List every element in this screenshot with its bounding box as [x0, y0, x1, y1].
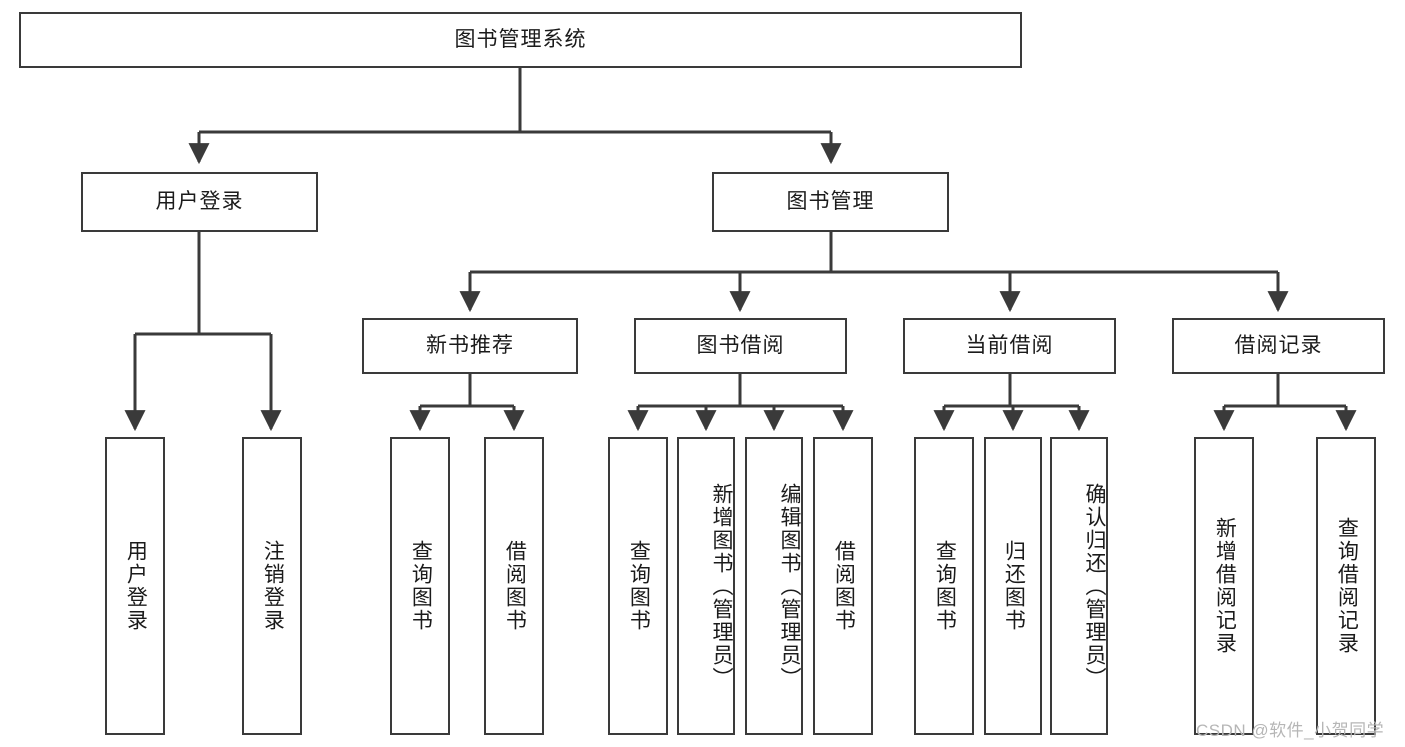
node-book-borrow[interactable]: 图书借阅	[634, 318, 847, 374]
leaf-borrow-book-recommend-label: 借阅图书	[503, 540, 527, 632]
leaf-user-login[interactable]: 用户登录	[105, 437, 165, 735]
node-borrow-record-label: 借阅记录	[1234, 333, 1323, 357]
node-book-borrow-label: 图书借阅	[696, 333, 785, 357]
node-root[interactable]: 图书管理系统	[19, 12, 1022, 68]
leaf-query-borrow-record[interactable]: 查询借阅记录	[1316, 437, 1376, 735]
leaf-borrow-book-recommend[interactable]: 借阅图书	[484, 437, 544, 735]
node-new-book-recommend[interactable]: 新书推荐	[362, 318, 578, 374]
node-new-book-recommend-label: 新书推荐	[426, 333, 514, 357]
node-current-borrow[interactable]: 当前借阅	[903, 318, 1116, 374]
leaf-confirm-return-admin[interactable]: 确认归还（管理员）	[1050, 437, 1108, 735]
leaf-query-book-recommend[interactable]: 查询图书	[390, 437, 450, 735]
leaf-borrow-book[interactable]: 借阅图书	[813, 437, 873, 735]
leaf-edit-book-admin-label: 编辑图书（管理员）	[778, 482, 801, 690]
leaf-confirm-return-admin-label: 确认归还（管理员）	[1083, 482, 1106, 690]
leaf-add-borrow-record[interactable]: 新增借阅记录	[1194, 437, 1254, 735]
leaf-query-book-current[interactable]: 查询图书	[914, 437, 974, 735]
leaf-user-login-label: 用户登录	[124, 540, 148, 632]
leaf-borrow-book-label: 借阅图书	[832, 540, 856, 632]
node-current-borrow-label: 当前借阅	[965, 333, 1054, 357]
leaf-query-borrow-record-label: 查询借阅记录	[1335, 517, 1359, 655]
leaf-add-borrow-record-label: 新增借阅记录	[1213, 517, 1237, 655]
node-book-management-label: 图书管理	[786, 189, 875, 213]
leaf-logout[interactable]: 注销登录	[242, 437, 302, 735]
node-book-management[interactable]: 图书管理	[712, 172, 949, 232]
leaf-return-book-label: 归还图书	[1002, 540, 1026, 632]
leaf-add-book-admin-label: 新增图书（管理员）	[710, 482, 733, 690]
leaf-query-book-recommend-label: 查询图书	[409, 540, 433, 632]
leaf-return-book[interactable]: 归还图书	[984, 437, 1042, 735]
csdn-watermark: CSDN @软件_小贺同学	[1196, 721, 1385, 740]
node-user-login-label: 用户登录	[155, 189, 244, 213]
node-root-label: 图书管理系统	[454, 27, 587, 51]
leaf-add-book-admin[interactable]: 新增图书（管理员）	[677, 437, 735, 735]
node-user-login[interactable]: 用户登录	[81, 172, 318, 232]
leaf-query-book-borrow[interactable]: 查询图书	[608, 437, 668, 735]
leaf-query-book-borrow-label: 查询图书	[627, 540, 651, 632]
leaf-logout-label: 注销登录	[261, 540, 285, 632]
leaf-query-book-current-label: 查询图书	[933, 540, 957, 632]
leaf-edit-book-admin[interactable]: 编辑图书（管理员）	[745, 437, 803, 735]
node-borrow-record[interactable]: 借阅记录	[1172, 318, 1385, 374]
